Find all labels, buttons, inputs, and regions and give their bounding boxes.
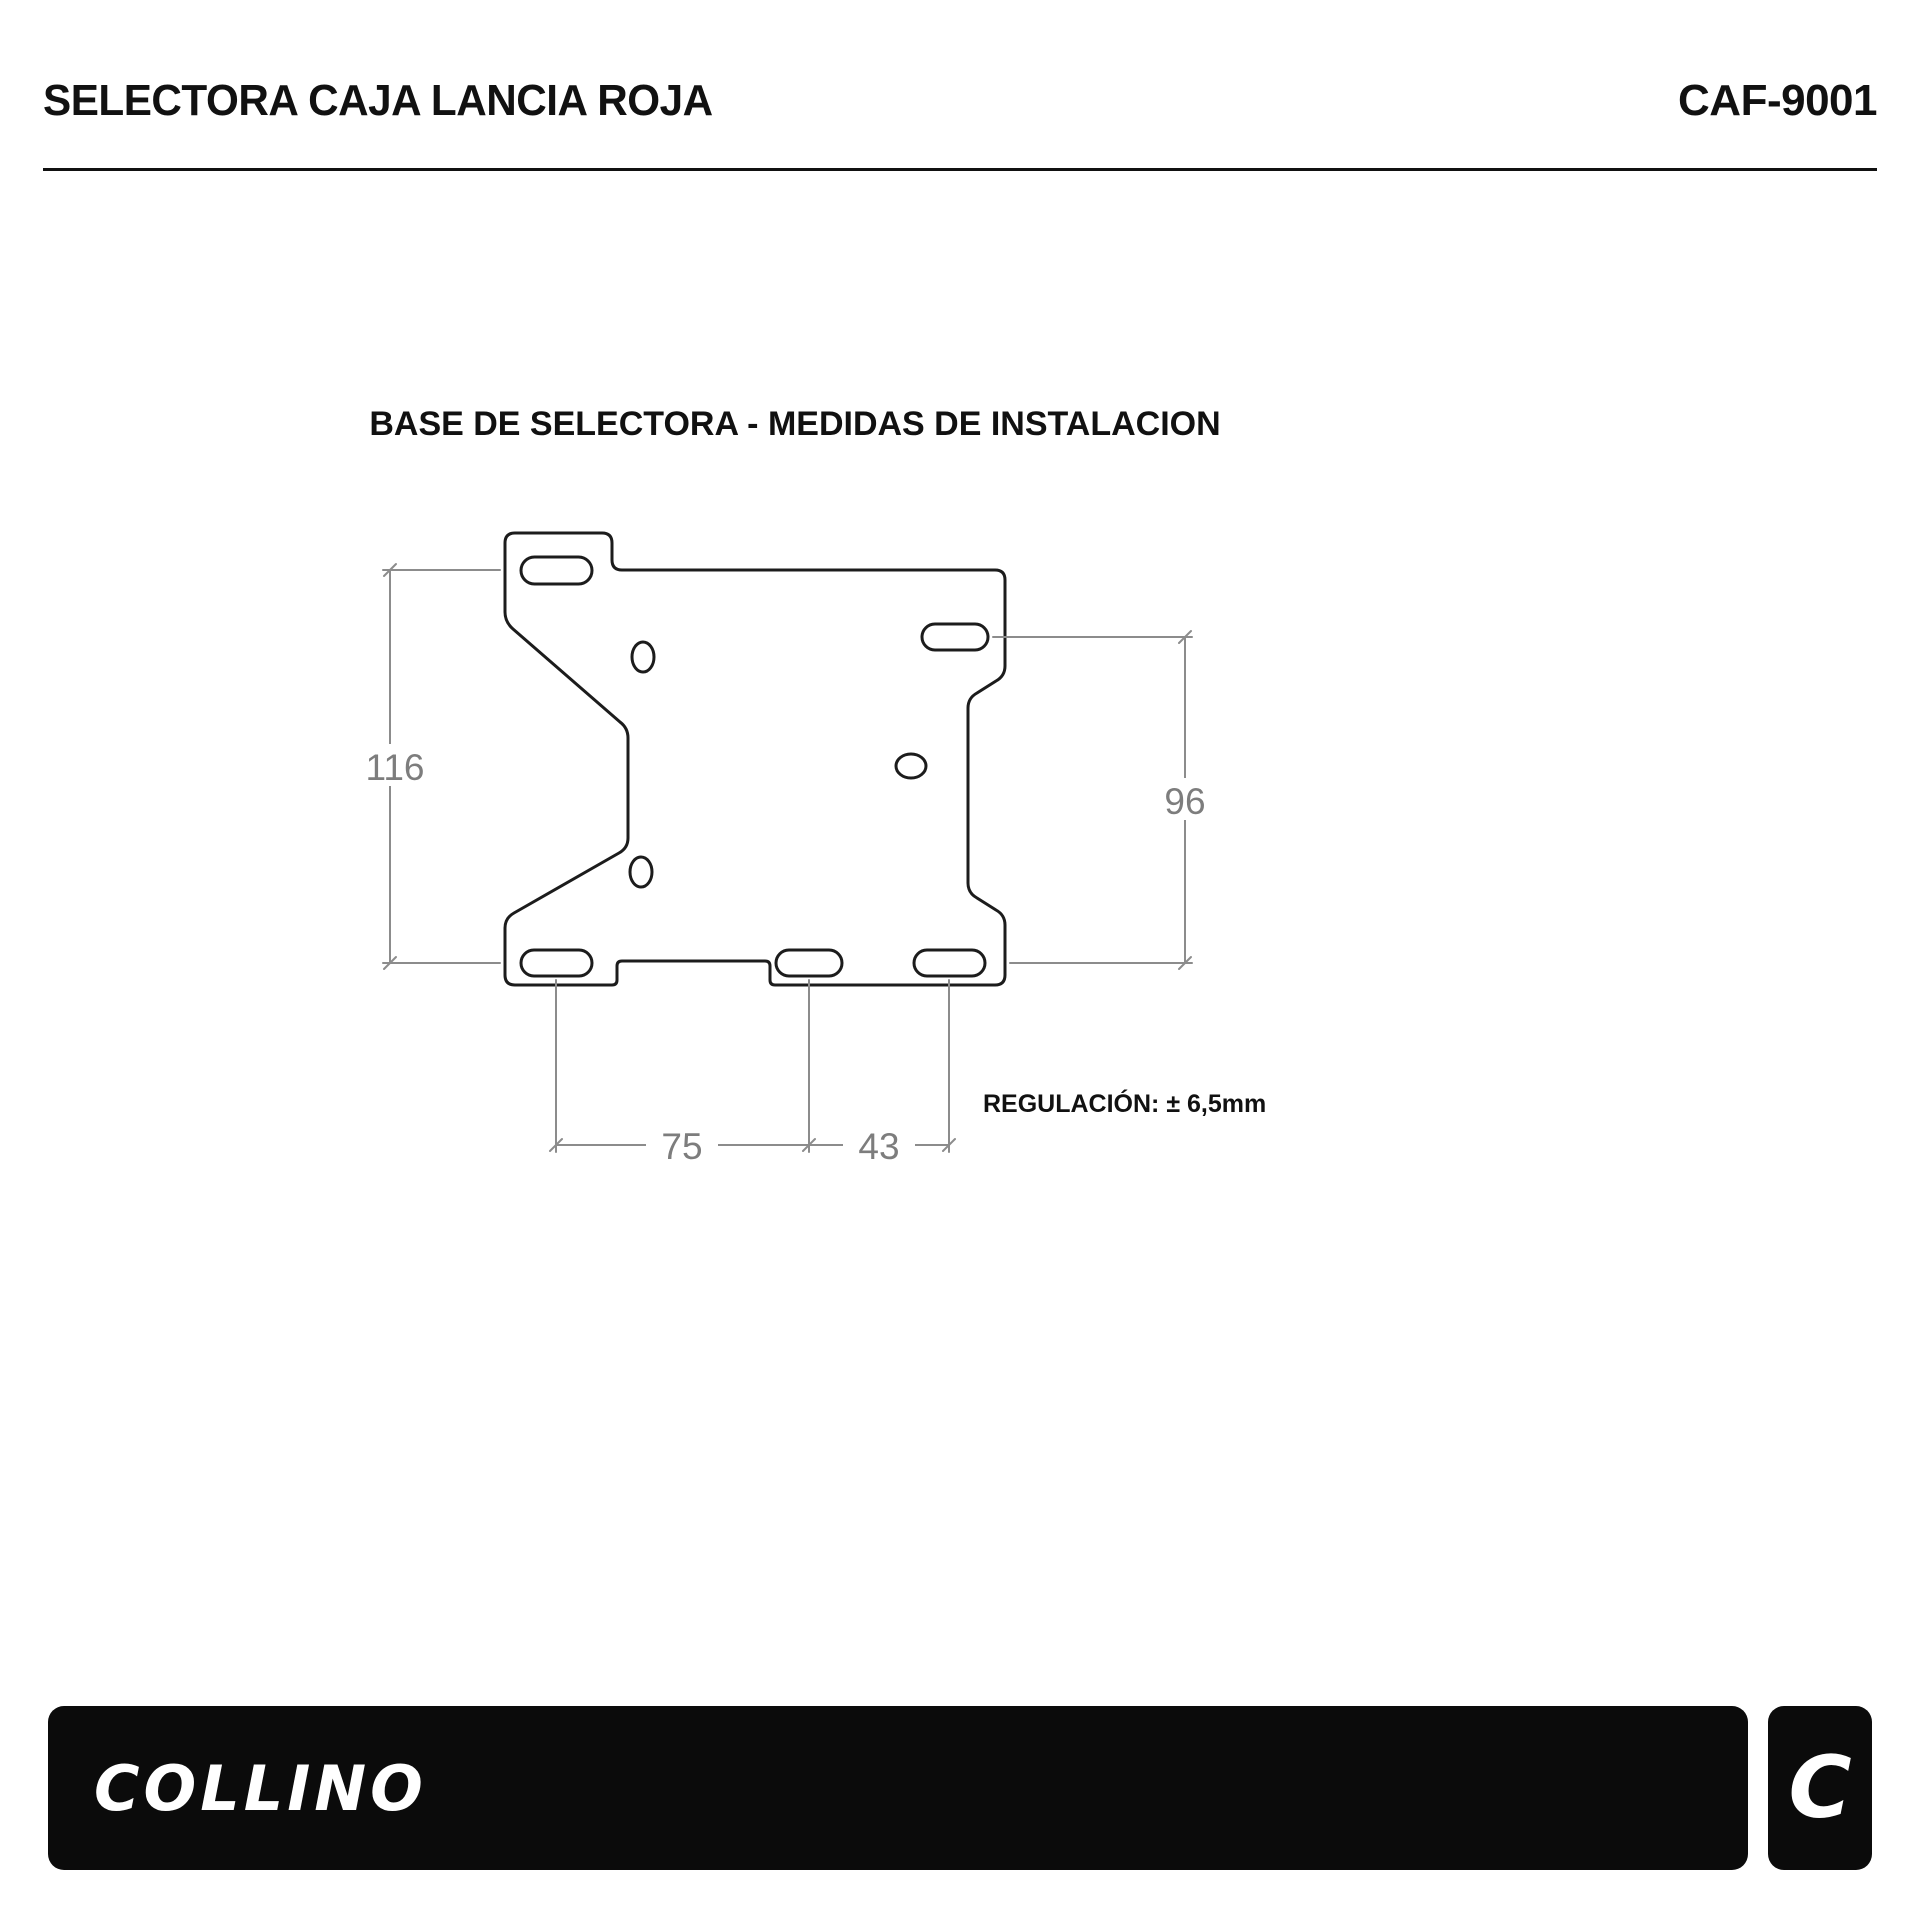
dim-label-43: 43 bbox=[858, 1126, 899, 1167]
slot-top-right bbox=[920, 622, 990, 652]
dim-label-96: 96 bbox=[1164, 781, 1205, 822]
slot-bottom-right bbox=[912, 948, 987, 978]
slot-bottom-middle bbox=[774, 948, 844, 978]
page-title: SELECTORA CAJA LANCIA ROJA bbox=[43, 76, 713, 125]
collino-logo: COLLINO bbox=[94, 1751, 427, 1825]
footer-brand-bar: COLLINO bbox=[48, 1706, 1748, 1870]
dimension-left-116: 116 bbox=[356, 563, 501, 970]
footer-logo-box: C bbox=[1768, 1706, 1872, 1870]
plate-outline bbox=[503, 531, 1007, 987]
slot-bottom-left bbox=[519, 948, 594, 978]
slot-top-left bbox=[519, 555, 594, 586]
dimension-bottom-75-43: 75 43 bbox=[549, 979, 956, 1167]
dimension-right-96: 96 bbox=[992, 630, 1222, 970]
dim-label-75: 75 bbox=[661, 1126, 702, 1167]
hole-lower-center bbox=[628, 855, 654, 889]
part-number: CAF-9001 bbox=[1678, 76, 1877, 125]
regulation-note: REGULACIÓN: ± 6,5mm bbox=[983, 1088, 1266, 1118]
hole-upper-center bbox=[630, 640, 656, 674]
hole-middle-right bbox=[894, 752, 928, 780]
header-divider bbox=[43, 168, 1877, 171]
dim-label-116: 116 bbox=[366, 747, 425, 788]
drawing-title: BASE DE SELECTORA - MEDIDAS DE INSTALACI… bbox=[369, 405, 1221, 443]
collino-c-icon: C bbox=[1788, 1738, 1852, 1838]
